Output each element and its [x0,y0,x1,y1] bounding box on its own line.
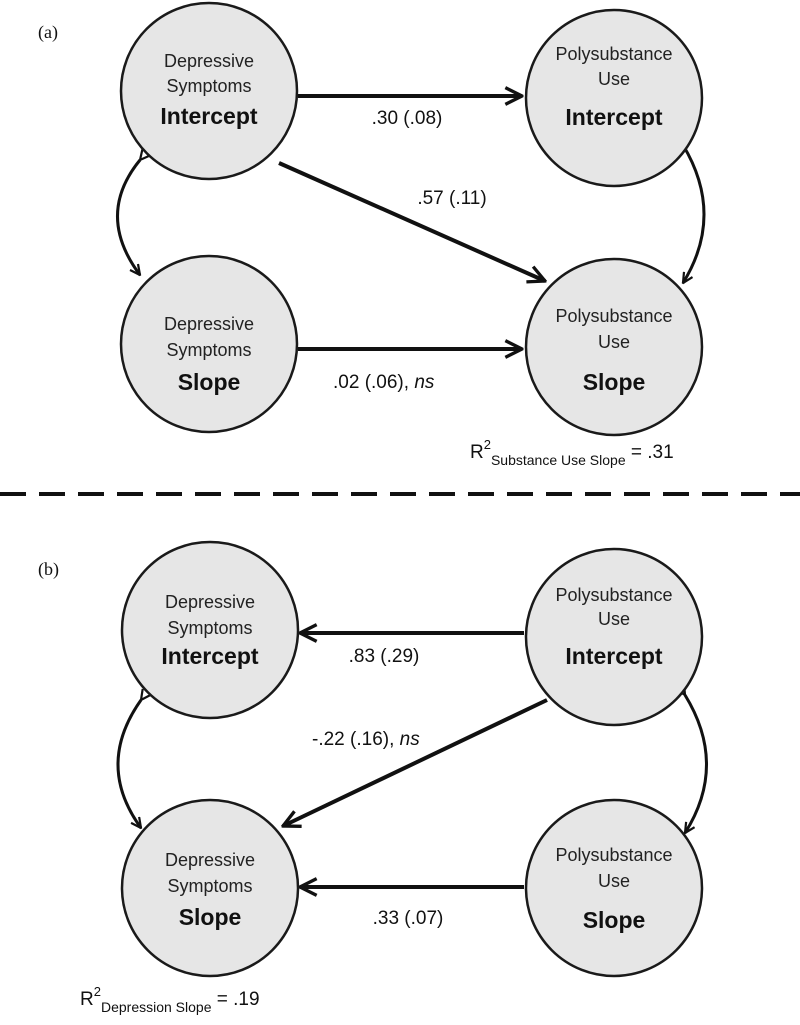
r2-prefix: R [470,442,484,463]
panel-a-coef-slope-to-slope: .02 (.06), ns [333,372,435,393]
node-main-label: Slope [583,907,646,933]
panel-a-coef-intercept-to-intercept: .30 (.08) [372,108,443,129]
panel-a-node-sub-slope: Polysubstance Use Slope [524,257,704,437]
coef-value: .02 (.06), [333,372,414,393]
node-line2: Symptoms [167,618,252,638]
node-line2: Symptoms [167,876,252,896]
r2-sup: 2 [484,437,491,452]
r2-prefix: R [80,989,94,1010]
node-line1: Polysubstance [555,845,672,865]
panel-a-path-intercept-to-slope [278,161,545,281]
node-line1: Polysubstance [555,44,672,64]
panel-a-node-sub-intercept: Polysubstance Use Intercept [524,8,704,188]
panel-b-node-sub-slope: Polysubstance Use Slope [524,798,704,978]
node-line2: Use [598,332,630,352]
panel-b-node-dep-slope: Depressive Symptoms Slope [120,798,300,978]
panel-a-node-dep-slope: Depressive Symptoms Slope [119,254,299,434]
node-line2: Use [598,609,630,629]
node-line1: Depressive [164,51,254,71]
node-main-label: Slope [583,369,646,395]
panel-b-coef-intercept-to-slope: -.22 (.16), ns [312,729,420,750]
node-line2: Symptoms [166,340,251,360]
panel-b-coef-slope-to-slope: .33 (.07) [373,908,444,929]
node-line2: Use [598,871,630,891]
panel-a-label: (a) [38,22,58,43]
node-main-label: Intercept [161,643,258,669]
panel-b-right-covariance-arrow [685,695,708,833]
panel-b-label: (b) [38,559,59,580]
coef-ns: ns [414,372,435,393]
panel-b-path-intercept-to-slope [283,698,548,826]
panel-b-coef-intercept-to-intercept: .83 (.29) [349,646,420,667]
panel-b-r-squared: R2Depression Slope = .19 [80,984,260,1015]
node-line1: Polysubstance [555,306,672,326]
panel-a-r-squared: R2Substance Use Slope = .31 [470,437,674,468]
r2-sup: 2 [94,984,101,999]
node-line1: Depressive [164,314,254,334]
r2-value: = .19 [211,989,259,1010]
node-main-label: Intercept [565,104,662,130]
panel-b-left-covariance-arrow [116,700,141,828]
r2-value: = .31 [626,442,674,463]
r2-sub: Substance Use Slope [491,452,626,468]
node-main-label: Slope [178,369,241,395]
node-main-label: Intercept [565,643,662,669]
coef-value: -.22 (.16), [312,729,400,750]
node-line1: Polysubstance [555,585,672,605]
panel-a-coef-intercept-to-slope: .57 (.11) [417,188,486,209]
node-main-label: Slope [179,904,242,930]
coef-ns: ns [400,729,421,750]
panel-b-node-dep-intercept: Depressive Symptoms Intercept [120,540,300,720]
node-line2: Symptoms [166,76,251,96]
node-main-label: Intercept [160,103,257,129]
node-line2: Use [598,69,630,89]
r2-sub: Depression Slope [101,999,212,1015]
node-line1: Depressive [165,592,255,612]
panel-a-right-covariance-arrow [683,145,706,283]
node-line1: Depressive [165,850,255,870]
panel-a-node-dep-intercept: Depressive Symptoms Intercept [119,1,299,181]
panel-b-node-sub-intercept: Polysubstance Use Intercept [524,547,704,727]
panel-a-left-covariance-arrow [116,160,141,275]
